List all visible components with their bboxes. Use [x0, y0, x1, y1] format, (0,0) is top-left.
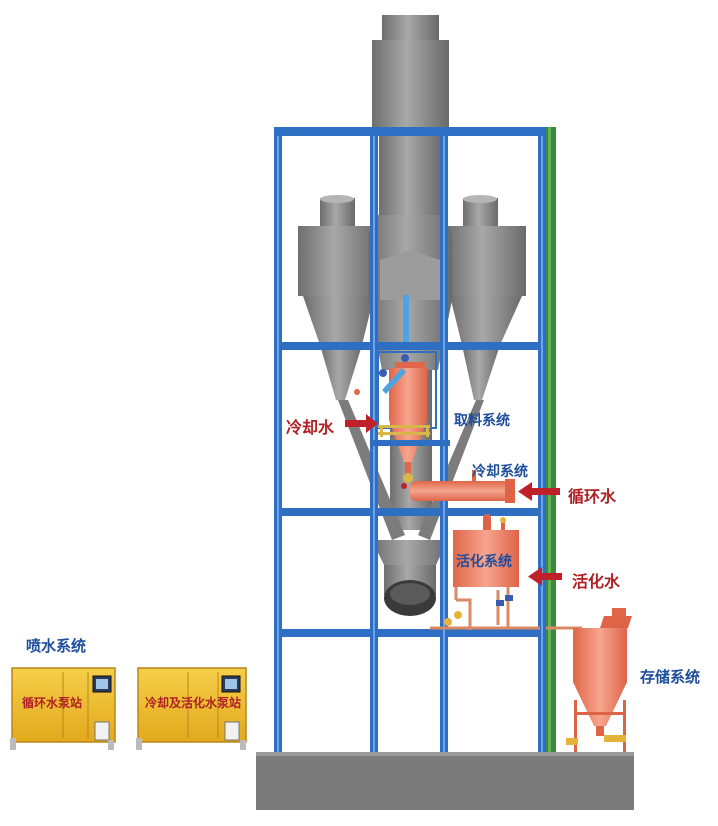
circulating-water-label: 循环水	[568, 487, 617, 506]
activated-water-arrow	[528, 567, 562, 586]
activation-system-label: 活化系统	[456, 554, 512, 570]
storage-system-label: 存储系统	[640, 668, 701, 686]
pump-station-2	[136, 667, 247, 750]
sampling-system-label: 取料系统	[454, 413, 510, 429]
cooling-water-label: 冷却水	[286, 418, 335, 437]
ground-slab	[256, 752, 634, 810]
cooling-exchanger	[401, 470, 515, 503]
pump-station-1	[10, 667, 116, 750]
sampling-vessel	[354, 351, 450, 483]
circulating-water-arrow	[518, 482, 560, 501]
activation-tank	[430, 514, 540, 630]
cabinet-2-label: 冷却及活化水泵站	[145, 696, 242, 710]
cyclone-tower	[298, 15, 526, 616]
spray-system-label: 喷水系统	[26, 637, 87, 655]
activated-water-label: 活化水	[572, 572, 621, 591]
cooling-system-label: 冷却系统	[472, 464, 528, 480]
cabinet-1-label: 循环水泵站	[22, 696, 83, 710]
cooling-water-arrow	[345, 414, 378, 433]
storage-silo	[566, 608, 632, 752]
